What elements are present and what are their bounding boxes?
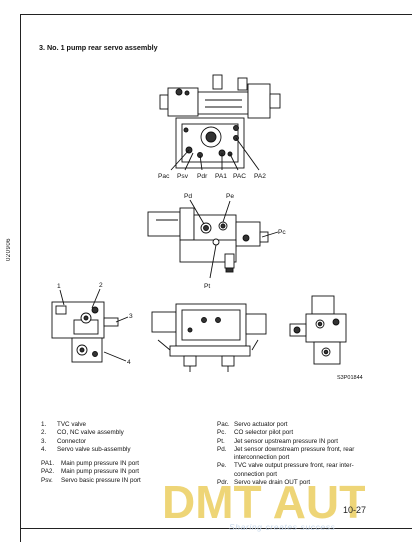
legend-item: Pe. TVC valve output pressure front, rear… [217,462,354,470]
top-view-port-labels: Pac Psv Pdr PA1 PAC PA2 [158,173,266,180]
legend-item-key: Pc. [217,429,227,437]
legend-item-key: Pdr. [217,479,229,487]
legend-item: PA1. Main pump pressure IN port [41,460,141,468]
legend-item-text: Main pump pressure IN port [61,460,140,468]
port-label-psv: Psv [177,173,189,180]
legend-item-key: Pd. [217,445,227,453]
port-label-pe: Pe [226,193,234,200]
legend-item-text: Main pump pressure IN port [61,468,140,476]
legend-item-text: CO selector pilot port [234,429,294,437]
legend-item-text: Servo valve sub-assembly [57,445,131,453]
legend-item: Pd. Jet sensor downstream pressure front,… [217,446,354,454]
legend-item-text: TVC valve [57,421,87,428]
middle-view-assembly [147,199,279,279]
bottom-center-view [151,303,267,372]
middle-view-port-labels: Pd Pe Pc Pt [184,193,286,290]
section-title: 3. No. 1 pump rear servo assembly [39,43,158,52]
callout-numbers: 1 2 3 4 [57,282,133,366]
left-border-line [20,14,21,542]
watermark-logo: DMT AUTO [162,476,365,528]
legend-item: 2. CO, NC valve assembly [41,429,141,437]
bottom-border-line [20,528,412,529]
legend-item-key: 2. [41,429,47,437]
legend-item-text: Connector [57,437,87,445]
legend-item: Pt. Jet sensor upstream pressure IN port [217,438,354,446]
legend-item-text: CO, NC valve assembly [57,429,124,437]
legend-item: interconnection port [217,454,354,462]
legend-item: 1. TVC valve [41,421,141,429]
legend-left-parts: 1. TVC valve 2. CO, NC valve assembly 3. Conn… [41,421,141,454]
legend-item-key: 1. [41,421,47,428]
legend-item-key: PA1. [41,460,55,468]
watermark-tagline: Sharing creates success [229,522,336,532]
port-label-pa1: PA1 [215,173,227,180]
legend-item-text: Servo valve drain OUT port [234,479,311,487]
legend-item: 3. Connector [41,438,141,446]
legend-item-text: Servo basic pressure IN port [61,476,141,484]
bottom-right-view [289,295,347,365]
watermark-brand: DMT AUTO [162,476,365,528]
legend-left: 1. TVC valve 2. CO, NC valve assembly 3. Conn… [41,421,141,485]
port-label-pt: Pt [204,283,210,290]
top-view-assembly [159,74,281,171]
legend-item-text: connection port [234,470,278,478]
callout-3: 3 [129,313,133,320]
port-label-pdr: Pdr [197,173,208,180]
legend-item: connection port [217,471,354,479]
legend-item-key: 3. [41,437,47,445]
legend-item: Pac. Servo actuator port [217,421,354,429]
legend-item-key: 4. [41,445,47,453]
callout-4: 4 [127,359,131,366]
port-label-pac-upper: PAC [233,173,246,180]
legend-item-key: Pe. [217,462,227,470]
legend-item-key: PA2. [41,468,55,476]
legend-item: Pc. CO selector pilot port [217,429,354,437]
legend-item-text: interconnection port [234,454,290,462]
legend-item: PA2. Main pump pressure IN port [41,468,141,476]
figure-id: S3P01844 [337,375,363,381]
legend-item-key: Pac. [217,421,230,428]
legend-item-text: Servo actuator port [234,421,288,428]
port-label-pc: Pc [278,229,286,236]
legend-item: Psv. Servo basic pressure IN port [41,477,141,485]
callout-2: 2 [99,282,103,289]
legend-item-text: Jet sensor upstream pressure IN port [234,437,338,445]
legend-item-text: TVC valve output pressure front, rear in… [234,462,354,470]
port-label-pd: Pd [184,193,192,200]
legend-item: Pdr. Servo valve drain OUT port [217,479,354,487]
port-label-pac: Pac [158,173,170,180]
bottom-left-view [51,288,129,363]
callout-1: 1 [57,283,61,290]
port-label-pa2: PA2 [254,173,266,180]
legend-item-text: Jet sensor downstream pressure front, re… [234,445,355,453]
top-border-line [20,14,412,15]
legend-item-key: Pt. [217,437,225,445]
legend-item: 4. Servo valve sub-assembly [41,446,141,454]
legend-item-key: Psv. [41,476,53,484]
page-number: 10-27 [343,505,367,515]
